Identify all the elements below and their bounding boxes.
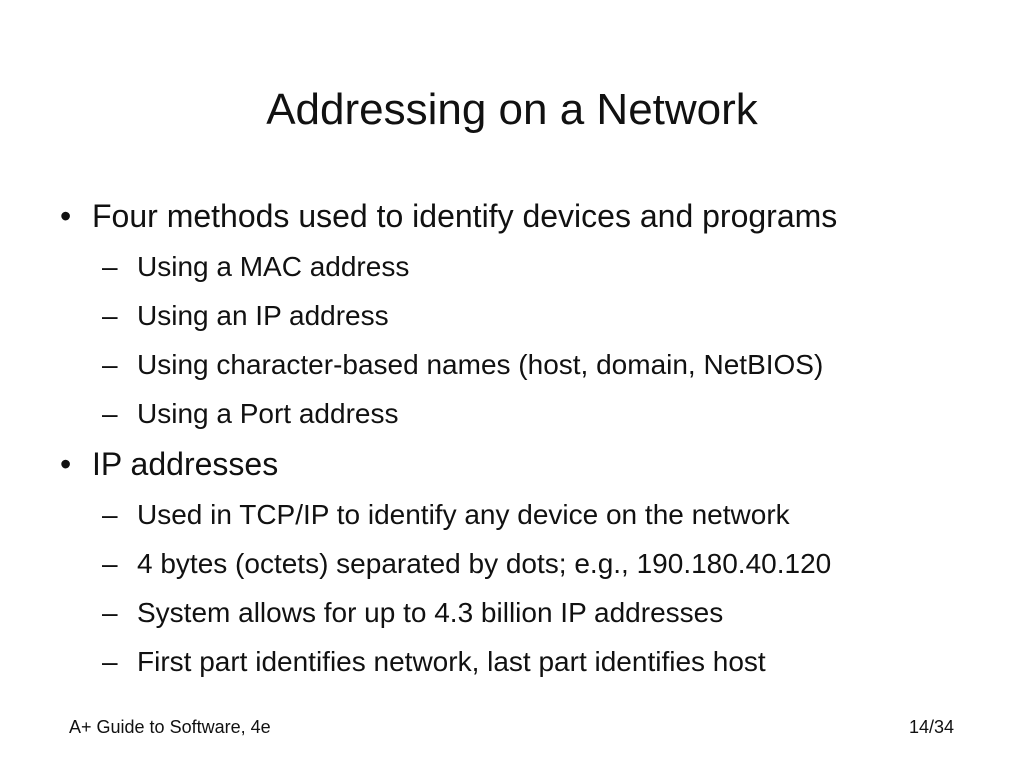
sub-bullet-item: – System allows for up to 4.3 billion IP… [60, 588, 1000, 637]
sub-bullet-marker: – [102, 597, 118, 628]
bullet-marker: • [60, 198, 72, 234]
sub-bullet-marker: – [102, 646, 118, 677]
slide-title: Addressing on a Network [266, 85, 758, 134]
footer-page-number: 14/34 [908, 717, 954, 737]
sub-bullet-text: Using a MAC address [137, 251, 410, 282]
sub-bullet-text: Used in TCP/IP to identify any device on… [137, 499, 790, 530]
sub-bullet-item: – 4 bytes (octets) separated by dots; e.… [60, 539, 1000, 588]
sub-bullet-marker: – [102, 300, 118, 331]
sub-bullet-marker: – [102, 251, 118, 282]
bullet-item: • IP addresses [60, 438, 1000, 490]
sub-bullet-item: – Using a MAC address [60, 242, 1000, 291]
footer-course-title: A+ Guide to Software, 4e [69, 717, 271, 737]
sub-bullet-text: First part identifies network, last part… [137, 646, 766, 677]
sub-bullet-item: – Using character-based names (host, dom… [60, 340, 1000, 389]
sub-bullet-item: – Using an IP address [60, 291, 1000, 340]
bullet-item: • Four methods used to identify devices … [60, 190, 1000, 242]
sub-bullet-text: Using an IP address [137, 300, 389, 331]
sub-bullet-marker: – [102, 349, 118, 380]
sub-bullet-text: System allows for up to 4.3 billion IP a… [137, 597, 724, 628]
sub-bullet-text: Using character-based names (host, domai… [137, 349, 824, 380]
sub-bullet-item: – First part identifies network, last pa… [60, 637, 1000, 686]
sub-bullet-item: – Using a Port address [60, 389, 1000, 438]
sub-bullet-marker: – [102, 548, 118, 579]
sub-bullet-text: Using a Port address [137, 398, 399, 429]
bullet-text: Four methods used to identify devices an… [92, 198, 838, 234]
sub-bullet-marker: – [102, 499, 118, 530]
sub-bullet-marker: – [102, 398, 118, 429]
bullet-marker: • [60, 446, 72, 482]
sub-bullet-text: 4 bytes (octets) separated by dots; e.g.… [137, 548, 832, 579]
bullet-text: IP addresses [92, 446, 279, 482]
sub-bullet-item: – Used in TCP/IP to identify any device … [60, 490, 1000, 539]
slide-content: • Four methods used to identify devices … [60, 190, 1000, 686]
